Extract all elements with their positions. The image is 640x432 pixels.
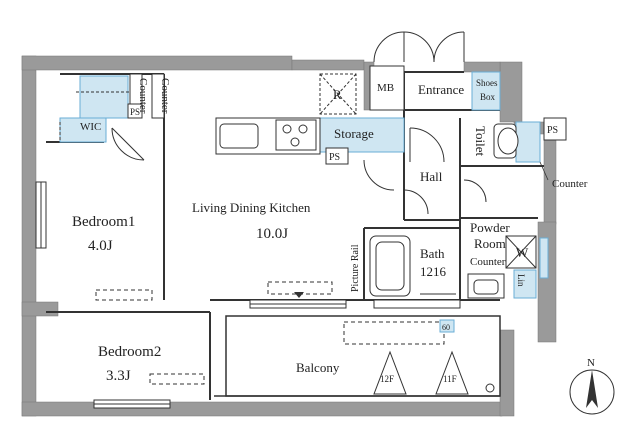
bathtub-icon: [369, 235, 456, 297]
label-bedroom1: Bedroom1: [72, 214, 135, 230]
label-counter-left: Counter: [137, 78, 149, 114]
ac-arrow: [294, 292, 304, 298]
counter-leader-line: [539, 161, 549, 181]
kitchen-counter: [215, 117, 321, 155]
sink-icon: [219, 123, 259, 149]
wic-counters: [127, 73, 165, 119]
label-counter-left2: Counter: [159, 78, 171, 114]
label-11f: 11F: [443, 374, 457, 384]
ps-boxes: [325, 117, 567, 165]
balcony-rail: [214, 315, 501, 397]
windows: [35, 181, 461, 409]
toilet-icon: [493, 123, 519, 159]
label-bedroom2: Bedroom2: [98, 344, 161, 360]
label-ldk: Living Dining Kitchen: [192, 200, 311, 215]
label-picture-rail: Picture Rail: [350, 244, 361, 292]
label-ps-kitchen: PS: [329, 152, 340, 163]
label-refrigerator: R: [333, 87, 342, 102]
label-ps-wic: PS: [130, 107, 140, 117]
label-mb: MB: [377, 82, 394, 94]
label-north: N: [587, 357, 595, 369]
label-12f: 12F: [380, 374, 394, 384]
label-shoes-box-2: Box: [480, 92, 496, 102]
label-powder-room-2: Room: [474, 236, 506, 251]
label-ac-60: 60: [442, 323, 450, 332]
label-bath: Bath: [420, 246, 445, 261]
ac-badge: [439, 319, 455, 333]
label-toilet: Toilet: [473, 126, 488, 157]
label-hall: Hall: [420, 169, 443, 184]
label-washer: W: [516, 245, 529, 260]
label-wic: WIC: [80, 121, 101, 133]
label-ldk-size: 10.0J: [256, 226, 288, 242]
label-shoes-box-1: Shoes: [476, 78, 498, 88]
label-storage: Storage: [334, 126, 374, 141]
mb-box: [369, 65, 405, 111]
floor-indicators: [373, 350, 469, 395]
label-balcony: Balcony: [296, 360, 340, 375]
label-bedroom2-size: 3.3J: [106, 368, 131, 384]
label-counter-powder: Counter: [470, 256, 506, 268]
north-arrow-icon: [569, 369, 615, 415]
washbasin-icon: [467, 273, 505, 299]
label-powder-room-1: Powder: [470, 220, 510, 235]
label-entrance: Entrance: [418, 82, 464, 97]
washing-machine-icon: [505, 235, 537, 269]
linen-cabinet: [513, 269, 537, 299]
label-linen: Lin: [516, 274, 526, 287]
drain-icon: [485, 383, 495, 393]
label-ps-right: PS: [547, 125, 558, 136]
refrigerator-space: [319, 73, 357, 115]
label-bedroom1-size: 4.0J: [88, 238, 113, 254]
door-swing-icon: [111, 31, 487, 215]
storage-areas: [59, 71, 549, 279]
label-bath-size: 1216: [420, 264, 447, 279]
wic-shelf: [59, 91, 130, 142]
label-counter-right: Counter: [552, 178, 588, 190]
